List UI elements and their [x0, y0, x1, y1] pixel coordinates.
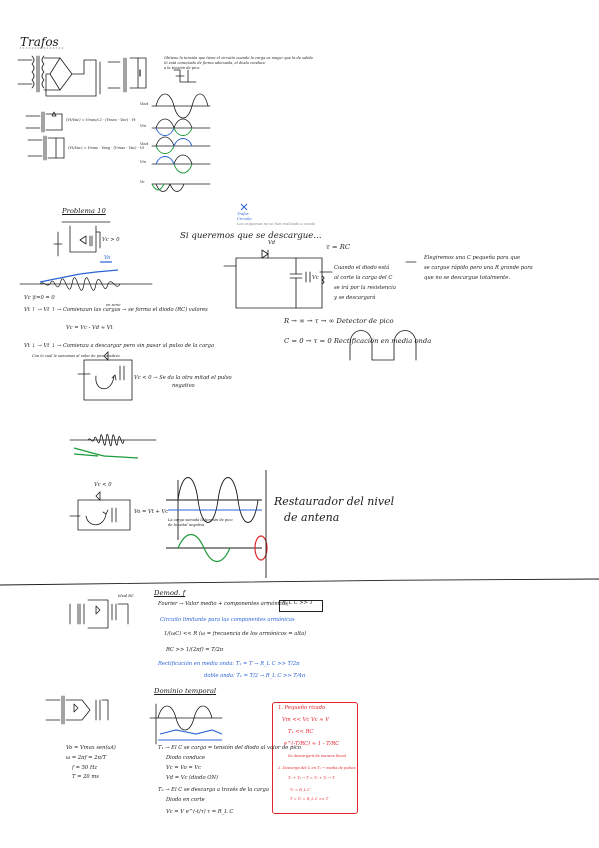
left-eq-1: Vo = Vmax sen(ωt)	[66, 745, 116, 751]
wave-note-2: de la señal negativa	[168, 523, 205, 527]
eq-d: Vt ↓ → Vt ↓ → Comienza a descargar pero …	[24, 343, 215, 349]
tau-label: τ = RC	[326, 243, 351, 251]
temp-line-3: Vc = Vo = Vc	[166, 765, 201, 771]
note-top-2: Si está conectado de forma adecuada, el …	[164, 61, 266, 65]
eq-f2: Vo = Vt + Vc	[134, 509, 169, 515]
demod-small: Ideal RC	[118, 594, 134, 598]
cap-label: Vc > 0	[102, 237, 120, 243]
page-title: Trafos	[20, 35, 59, 49]
wave-label-1: Vin	[140, 124, 146, 128]
wave-label-3: Vin	[140, 160, 146, 164]
note-right-2: se cargue rápido pero una R grande para	[424, 265, 533, 271]
restaurador-line-2: de antena	[284, 511, 340, 524]
temp-line-4: Vd = Vc (diodo ON)	[166, 775, 219, 781]
red-line-5: Se descargará de manera lineal	[288, 754, 346, 758]
eq-1: (Vt/Vac) = Vmax/√2 · (Vmax - Vac) · Vt	[66, 118, 136, 122]
eq-e2: negativo	[172, 383, 195, 389]
temporal-heading: Dominio temporal	[154, 687, 217, 695]
demod-line-5: Rectificación en media onda: T₁ = T → R_…	[158, 661, 300, 667]
wave-label-4: Vo	[140, 180, 145, 184]
demod-heading: Demod. f	[154, 589, 186, 597]
descarga-note-4: y se descargará	[334, 295, 376, 301]
temp-line-2: Diodo conduce	[166, 755, 206, 761]
left-eq-3: f = 50 Hz	[72, 765, 98, 771]
demod-line-2: Circuito limitante para las componentes …	[160, 617, 295, 623]
descarga-heading: Si queremos que se descargue...	[180, 231, 322, 241]
left-eq-2: ω = 2πf = 2π/T	[66, 755, 107, 761]
demod-line-3: 1/(ωC) << R (ω = frecuencia de los armón…	[164, 631, 307, 637]
label-vo: Vo	[104, 255, 111, 261]
eq-a: Vc |t=0 = 0	[24, 295, 55, 301]
problem-title: Problema 10	[62, 207, 106, 215]
red-line-4: e^(-T/RC) ≈ 1 - T/RC	[284, 741, 340, 747]
temp-line-5: T₂ → El C se descarga a través de la car…	[158, 787, 269, 793]
eq-f: Vc < 0	[94, 482, 112, 488]
vd-label: Vd	[268, 240, 276, 246]
wave-label-0: Vout	[140, 102, 149, 106]
descarga-note-1: Cuando el diodo está	[334, 265, 390, 271]
restaurador-line-1: Restaurador del nivel	[274, 495, 395, 508]
descarga-note-3: se irá por la resistencia	[334, 285, 396, 291]
wave-note: La carga sumada la tensión de pico	[168, 518, 233, 522]
red-line-8: T₁ = R_L C	[290, 788, 310, 792]
cross-icon	[240, 203, 248, 211]
descarga-note-2: al corte la carga del C	[334, 275, 393, 281]
center-line-1: Trafos	[237, 212, 249, 216]
red-line-6: 2. Descarga del C en T₁ → media de pulso…	[278, 766, 356, 770]
r-line: R → ∞ → τ → ∞ Detector de pico	[284, 317, 394, 325]
eq-c: Vc = Vc - Vd ≈ Vt	[66, 325, 113, 331]
demod-line-1: Fourier → Valor medio + componentes armó…	[158, 601, 289, 607]
wave-label-2: Vout	[140, 142, 149, 146]
center-line-2: Circuito	[237, 217, 252, 221]
note-top: Obtiene la tensión que tiene el circuito…	[164, 56, 313, 60]
red-line-9: T = T₂ = R_L C >> T	[290, 797, 329, 801]
c-line: C = 0 → τ = 0 Rectificación en media ond…	[284, 337, 432, 345]
temp-line-6: Diodo en corte	[166, 797, 205, 803]
red-line-3: T₁ << RC	[288, 729, 314, 735]
left-eq-4: T = 20 ms	[72, 774, 99, 780]
note-right-1: Elegiremos una C pequeña para que	[424, 255, 521, 261]
eq-2: (Vt/Vac) = Vmax · Vavg · (Vmax - Vac) · …	[68, 146, 144, 150]
demod-box-text: R_L C >> T	[282, 600, 314, 606]
cap-vc-label: Vc	[312, 275, 319, 281]
eq-d2: Con lo cual le sumamos al valor de pico …	[32, 354, 120, 358]
red-line-2: Vm << Vc Vc ≈ V	[282, 717, 329, 723]
red-line-1: 1. Pequeño rizado	[278, 705, 326, 711]
eq-b2: en serie	[106, 303, 121, 307]
eq-e: Vc < 0 → Se da la otra mitad el pulso	[134, 375, 232, 381]
red-line-7: T₁ + T₂ → T = T₁ + T₂ → T	[288, 776, 335, 780]
eq-b: Vt ↑ → Vt ↑ → Comienzan las cargas → se …	[24, 307, 208, 313]
temp-line-7: Vc = V e^(-t/τ) τ = R_L C	[166, 809, 234, 815]
red-summary-box	[272, 702, 358, 814]
note-top-3: a la tensión de pico	[164, 66, 200, 70]
formula-box	[279, 600, 323, 612]
temp-line-1: T₁ → El C se carga = tensión del diodo a…	[158, 745, 302, 751]
demod-line-6: doble onda: T₁ = T/2 → R_L C >> T/4π	[204, 673, 306, 679]
note-right-3: que no se descargue totalmente.	[424, 275, 510, 281]
demod-line-4: RC >> 1/(2πf) = T/2π	[166, 647, 224, 653]
center-line-3: Los esquemas no se han realizado a escal…	[237, 222, 316, 226]
